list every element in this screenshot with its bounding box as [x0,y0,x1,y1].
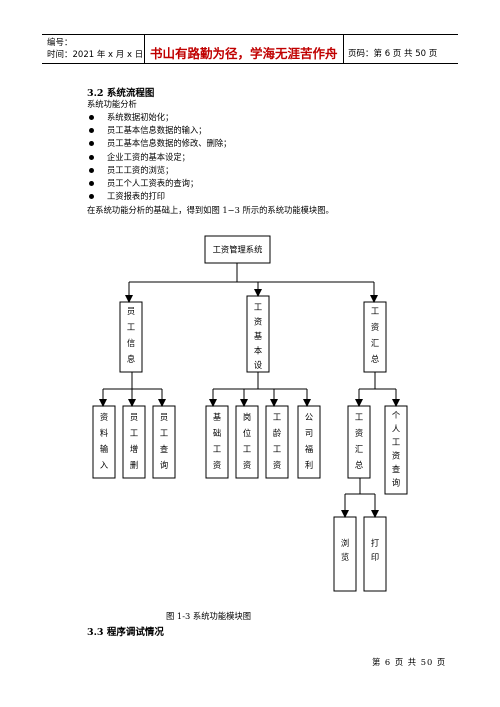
node-employee-add-delete: 员工增删 [130,412,138,470]
header-top-rule [42,34,458,35]
bullet-icon [89,167,94,173]
figure-caption: 图 1-3 系统功能模块图 [166,611,252,621]
header-meta: 编号： 时间：2021 年 x 月 x 日 [47,37,143,61]
list-item: 员工个人工资表的查询； [87,177,231,190]
node-salary-summary: 工资汇总 [371,306,379,364]
node-position-salary: 岗位工资 [243,412,251,470]
module-box [122,405,146,479]
document-date: 时间：2021 年 x 月 x 日 [47,50,144,60]
module-box [347,405,371,479]
header-motto: 书山有路勤为径，学海无涯苦作舟 [150,46,338,61]
node-summary-total: 工资汇总 [355,412,363,470]
function-list: 系统数据初始化； 员工基本信息数据的输入； 员工基本信息数据的修改、删除； 企业… [87,111,231,203]
node-employee-info: 员工信息 [127,306,135,364]
bullet-icon [89,154,94,160]
bullet-icon [89,194,94,200]
module-box [363,301,387,373]
list-item: 员工基本信息数据的修改、删除； [87,137,231,150]
module-box [265,405,289,479]
module-box [235,405,259,479]
header-divider-right [343,34,344,63]
node-salary-setup: 工资基本设 [254,302,263,370]
intro-paragraph: 在系统功能分析的基础上，得到如图 1−3 所示的系统功能模块图。 [87,205,334,215]
node-base-salary: 基础工资 [213,412,222,470]
node-browse: 浏览 [341,538,349,562]
module-box [333,516,357,592]
section-subheading: 系统功能分析 [87,99,137,109]
list-item: 员工基本信息数据的输入； [87,124,231,137]
node-data-entry: 资料输入 [100,412,109,470]
header-page-number: 页码：第 6 页 共 50 页 [348,49,438,59]
section-heading: 3.3 程序调试情况 [87,627,164,638]
module-box [363,516,387,592]
module-box [384,405,408,495]
header-bottom-rule [42,63,458,64]
node-company-welfare: 公司福利 [305,412,313,470]
module-box [92,405,116,479]
node-employee-query: 员工查询 [160,412,168,470]
module-box [152,405,176,479]
module-box [246,295,270,373]
list-item: 工资报表的打印 [87,190,231,203]
node-root: 工资管理系统 [213,245,263,255]
node-seniority-salary: 工龄工资 [273,412,282,470]
section-heading: 3.2 系统流程图 [87,88,155,99]
list-item: 企业工资的基本设定； [87,151,231,164]
list-item: 员工工资的浏览； [87,164,231,177]
header-divider-left [144,34,145,63]
document-number-label: 编号： [47,38,73,48]
bullet-icon [89,115,94,120]
root-box [204,235,271,264]
node-print: 打印 [371,538,379,562]
bullet-icon [89,180,94,186]
module-box [205,405,229,479]
footer-page-number: 第 6 页 共 50 页 [372,657,447,667]
bullet-icon [89,128,94,134]
node-personal-query: 个人工资查询 [392,410,401,488]
module-box [119,301,143,373]
module-box [297,405,321,479]
list-item: 系统数据初始化； [87,111,231,124]
bullet-icon [89,141,94,147]
